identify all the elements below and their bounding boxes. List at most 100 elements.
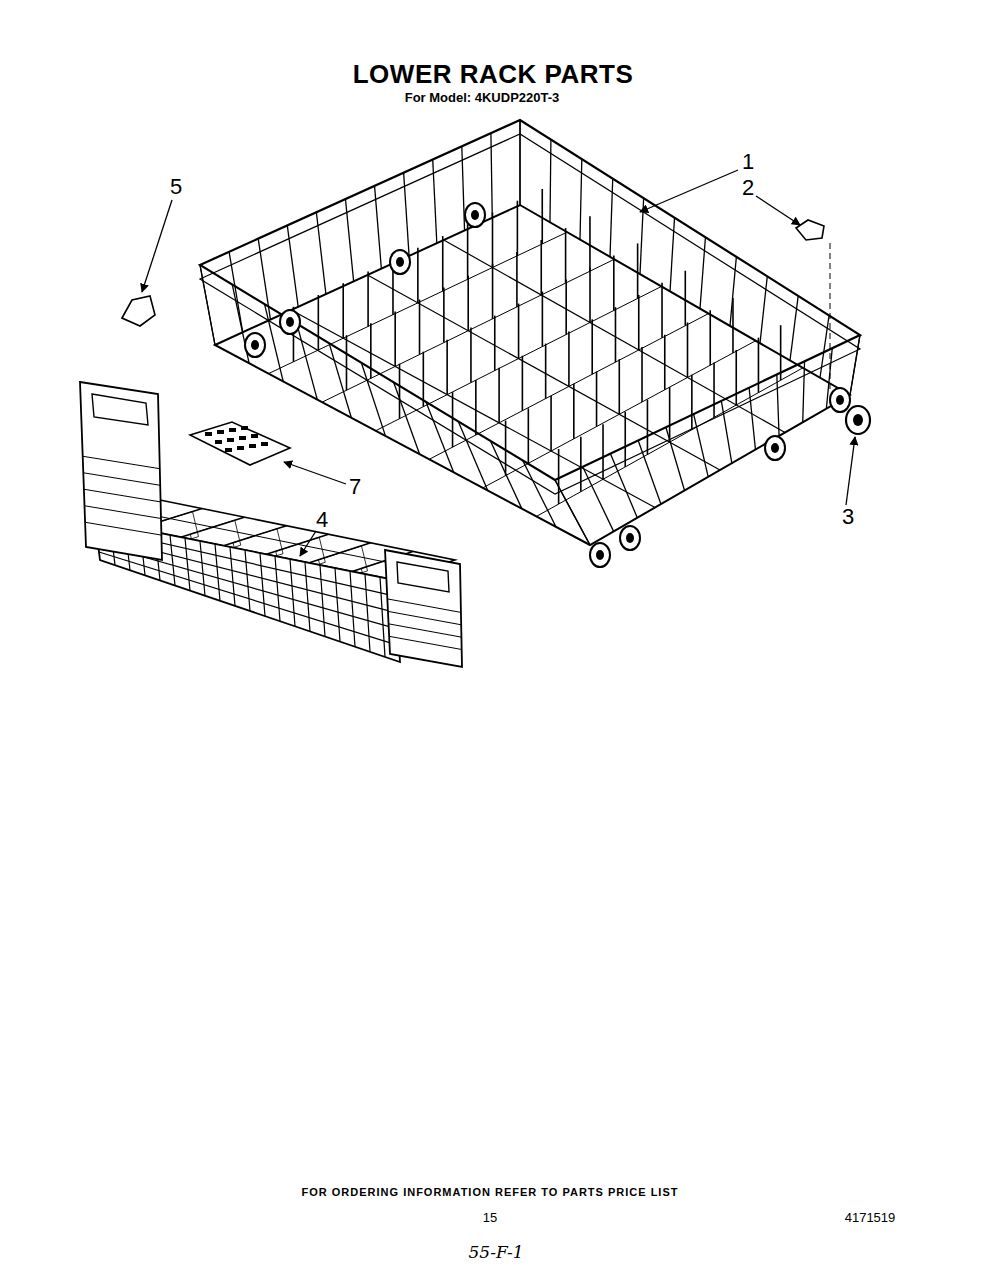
cover-slot [251, 434, 258, 438]
basket-grid [260, 553, 265, 616]
basket-grid [275, 556, 280, 621]
rack-wheel [765, 436, 785, 460]
rack-side-wire [426, 402, 454, 472]
handle-grid [83, 473, 160, 486]
rack-tine [492, 213, 494, 268]
rack-tine [589, 268, 591, 323]
basket-handle [385, 550, 462, 667]
leader-line [300, 531, 316, 556]
rack-side-wire [638, 440, 661, 504]
rack-tine [467, 276, 469, 331]
rack-tine [565, 280, 567, 335]
handle-grip [397, 562, 449, 592]
rack-tine [399, 364, 401, 419]
rack-tine [637, 243, 639, 298]
rack-tine [452, 392, 454, 447]
rack-side-wire [519, 120, 520, 205]
basket-grid [350, 571, 355, 647]
rack-tine [443, 288, 445, 343]
basket-grid [380, 577, 385, 657]
rack-tine [684, 271, 686, 326]
leader-line [756, 196, 800, 225]
rack-wheel [280, 310, 300, 334]
rack-tine [545, 344, 547, 399]
rack-tine [591, 319, 593, 374]
callout-number: 7 [349, 475, 361, 499]
basket-grid [335, 568, 340, 642]
rack-tine [517, 201, 519, 256]
cover-slot [227, 438, 234, 442]
wheel-hub [853, 414, 863, 426]
rack-tine [541, 189, 543, 244]
basket-grid [200, 541, 205, 596]
rack-side-wire [200, 265, 215, 345]
leader-line [284, 462, 346, 484]
rack-tine [492, 264, 494, 319]
wheel-part-3 [846, 406, 870, 434]
rack-side-wire [749, 388, 755, 450]
rack-tine [475, 380, 477, 435]
rack-tine [367, 271, 369, 326]
model-line: For Model: 4KUDP220T-3 [405, 91, 560, 105]
cover-slot [205, 432, 212, 436]
basket-grid [365, 574, 370, 652]
cover-part-7 [190, 422, 290, 465]
rack-side-wire [229, 252, 243, 332]
leader-line [640, 170, 738, 212]
basket-grid [290, 559, 295, 626]
rack-tine [613, 255, 615, 310]
cover-slot [241, 426, 248, 430]
rack-side-wire [361, 363, 385, 436]
rack-tine [542, 292, 544, 347]
rack-tine [516, 252, 518, 307]
handwritten-code: 55-F-1 [469, 1243, 524, 1262]
rack-wheel [465, 203, 485, 227]
cover-slot [261, 442, 268, 446]
rack-tine [342, 283, 344, 338]
rack-tine [558, 449, 560, 504]
handle-grip [92, 394, 148, 425]
basket-grid [215, 544, 220, 601]
rack-tine [446, 340, 448, 395]
rack-wheel [830, 388, 850, 412]
wheel-hub [771, 443, 779, 453]
basket-grid [305, 562, 310, 631]
footer-note: FOR ORDERING INFORMATION REFER TO PARTS … [302, 1186, 679, 1198]
rack-side-wire [610, 179, 613, 257]
rack-side-wire [549, 140, 551, 223]
rack-side-wire [610, 454, 637, 518]
wheel-hub [286, 317, 294, 327]
cover-slot [249, 444, 256, 448]
rack-wheel [245, 333, 265, 357]
callout-number: 5 [170, 175, 182, 199]
rack-tine [442, 236, 444, 291]
basket-grid [245, 550, 250, 611]
rack-tine [624, 412, 626, 467]
rack-tine [669, 387, 671, 442]
handle-grid [85, 522, 161, 535]
rack-tine [596, 372, 598, 427]
rack-wheel [590, 543, 610, 567]
handle-grid [85, 506, 162, 519]
rack-tine [580, 437, 582, 492]
rack-tine [518, 304, 520, 359]
rack-side-wire [200, 265, 215, 345]
handle-grid [83, 456, 160, 468]
rack-tine [615, 307, 617, 362]
rack-tine [647, 400, 649, 455]
rack-tine [522, 356, 524, 411]
rack-side-wire [803, 361, 805, 422]
rack-tine [568, 331, 570, 386]
rack-tine [494, 316, 496, 371]
callout-number: 1 [742, 150, 754, 174]
document-number: 4171519 [845, 1211, 896, 1225]
handle-grid [389, 624, 462, 637]
basket-grid [320, 565, 325, 637]
rack-tine [638, 295, 640, 350]
rack-base-wire [291, 310, 655, 508]
rack-tine [735, 350, 737, 405]
rack-tine [687, 323, 689, 378]
small-parts [122, 220, 870, 465]
rack-tine [550, 396, 552, 451]
